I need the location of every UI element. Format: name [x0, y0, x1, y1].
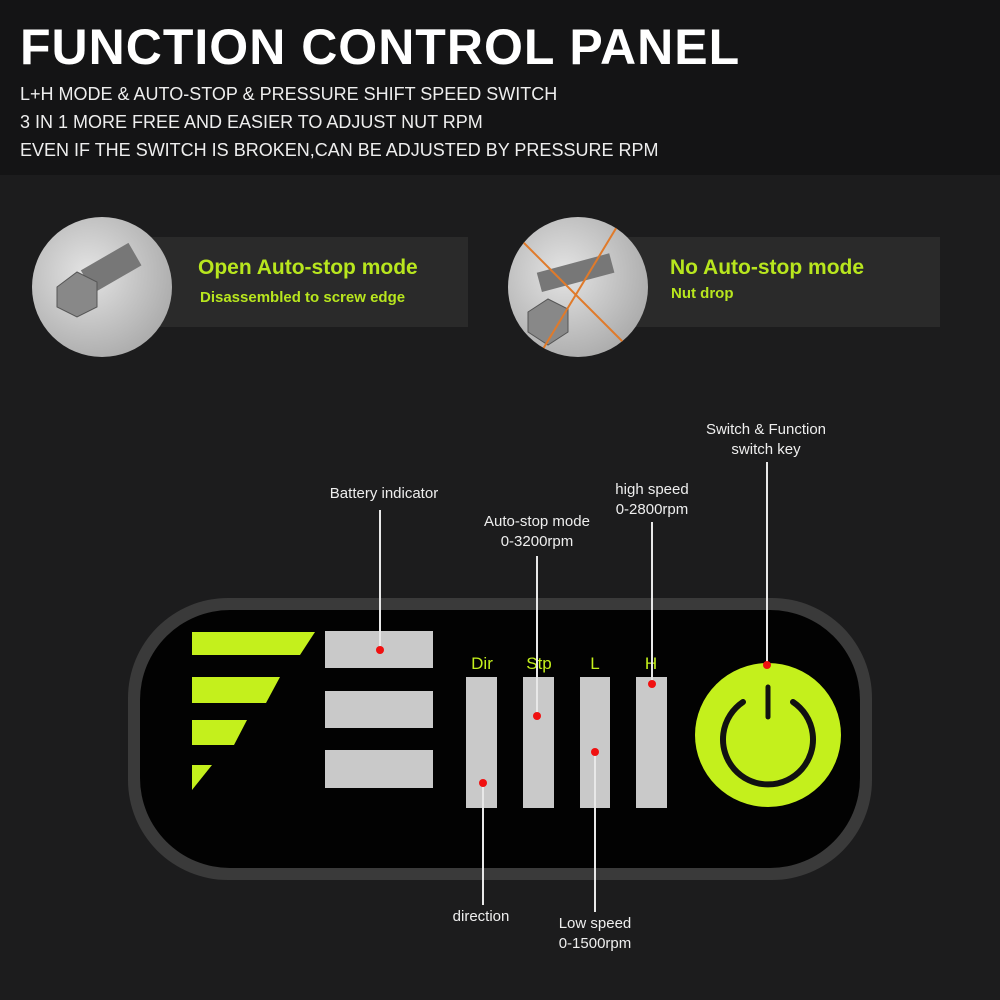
- battery-indicator-label: Battery indicator: [329, 485, 439, 502]
- header-band: [0, 0, 1000, 175]
- callout-line: [379, 510, 381, 650]
- mode-card-open-autostop: [150, 237, 468, 327]
- marker-dot: [533, 712, 541, 720]
- power-button[interactable]: [695, 662, 841, 808]
- marker-dot: [648, 680, 656, 688]
- marker-dot: [591, 748, 599, 756]
- high-speed-indicator: [636, 677, 667, 808]
- subtitle-line: EVEN IF THE SWITCH IS BROKEN,CAN BE ADJU…: [20, 140, 659, 160]
- callout-line: [594, 752, 596, 912]
- mode-desc: Disassembled to screw edge: [200, 289, 406, 306]
- battery-indicator-light: [325, 750, 433, 788]
- direction-label: direction: [452, 908, 510, 925]
- battery-indicator-light: [325, 691, 433, 728]
- mode-card-no-autostop: [625, 237, 940, 327]
- battery-level-icon: [192, 632, 315, 790]
- callout-line: [766, 462, 768, 665]
- marker-dot: [376, 646, 384, 654]
- bolt-icon: [56, 242, 142, 318]
- marker-dot: [479, 779, 487, 787]
- callout-line: [482, 783, 484, 905]
- subtitle-line: 3 IN 1 MORE FREE AND EASIER TO ADJUST NU…: [20, 112, 483, 132]
- key-label-stp: Stp: [526, 654, 552, 673]
- page-title: FUNCTION CONTROL PANEL: [20, 19, 741, 75]
- power-icon: [720, 699, 816, 788]
- nut-drop-image: [508, 217, 648, 357]
- bolt-nut-image: [32, 217, 172, 357]
- cross-icon: [522, 224, 629, 350]
- marker-dot: [763, 661, 771, 669]
- callout-line: [536, 556, 538, 716]
- mode-title: No Auto-stop mode: [670, 256, 865, 279]
- key-label-dir: Dir: [471, 654, 493, 673]
- mode-title: Open Auto-stop mode: [198, 256, 418, 279]
- key-label-l: L: [590, 654, 600, 673]
- callout-line: [651, 522, 653, 684]
- subtitle-line: L+H MODE & AUTO-STOP & PRESSURE SHIFT SP…: [20, 84, 558, 104]
- mode-desc: Nut drop: [671, 285, 734, 302]
- autostop-indicator: [523, 677, 554, 808]
